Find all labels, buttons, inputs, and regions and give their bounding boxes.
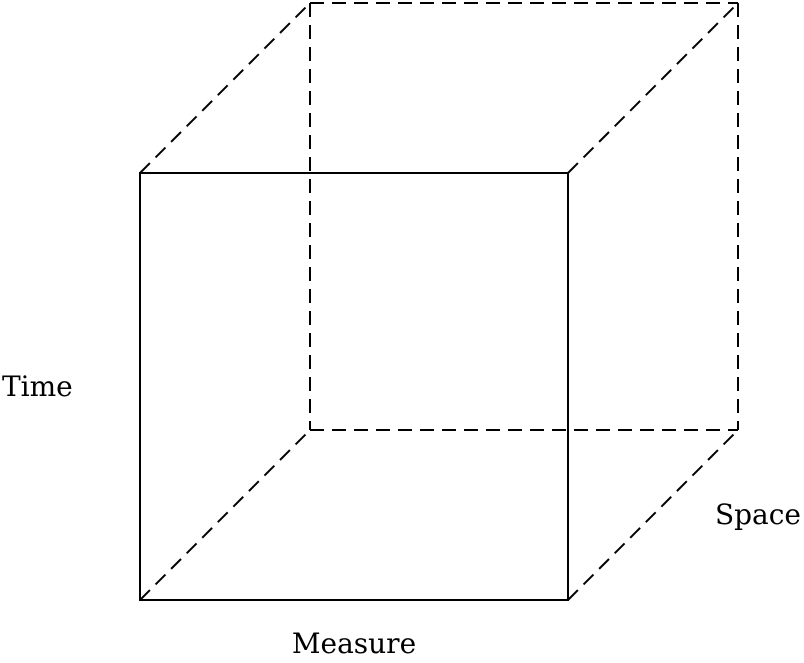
depth-edge-bottom-left bbox=[139, 429, 311, 601]
depth-edge-top-right bbox=[567, 2, 739, 174]
time-axis-label: Time bbox=[2, 370, 73, 403]
front-face bbox=[139, 172, 569, 601]
depth-edge-top-left bbox=[139, 2, 311, 174]
measure-axis-label: Measure bbox=[292, 627, 416, 660]
depth-edge-bottom-right bbox=[567, 429, 739, 601]
space-axis-label: Space bbox=[715, 498, 801, 531]
